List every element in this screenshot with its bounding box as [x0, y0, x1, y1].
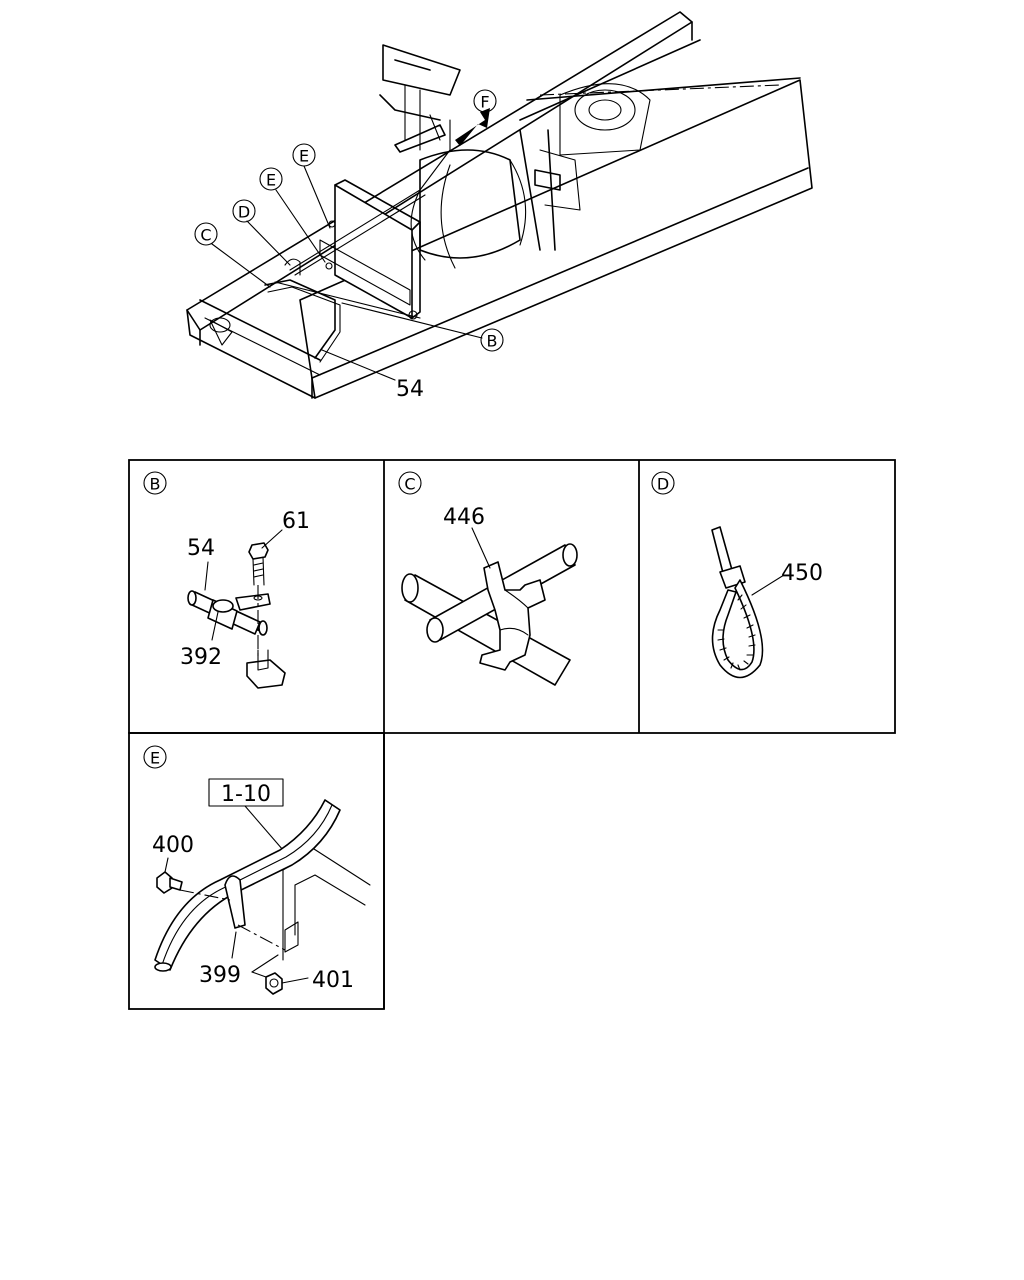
- frame-bracket-icon: [154, 799, 371, 972]
- panel-d: D 450: [651, 471, 823, 679]
- svg-text:F: F: [480, 93, 489, 112]
- callout-b: B: [480, 328, 504, 352]
- cable-tie-icon: [711, 526, 764, 679]
- panel-c: C 446: [398, 471, 578, 686]
- callout-e-upper: E: [292, 143, 316, 167]
- panel-e-part-400-label: 400: [152, 833, 194, 858]
- double-pipe-clip-icon: [401, 543, 578, 686]
- panel-b-part-392-label: 392: [180, 645, 222, 670]
- panel-e: E 1-10 400: [143, 745, 371, 995]
- svg-text:E: E: [266, 171, 276, 190]
- bolt-400-icon: [156, 871, 183, 894]
- callout-f: F: [473, 89, 497, 113]
- panel-e-ref-label: 1-10: [221, 782, 271, 807]
- panel-b-part-54-label: 54: [187, 536, 215, 561]
- panel-d-part-450-label: 450: [781, 561, 823, 586]
- callout-e-lower: E: [259, 167, 283, 191]
- panel-d-letter: D: [657, 475, 669, 494]
- svg-text:B: B: [487, 332, 498, 351]
- ref-box-1-10: [208, 778, 284, 807]
- svg-text:C: C: [200, 226, 211, 245]
- panel-e-part-401-label: 401: [312, 968, 354, 993]
- nut-401-icon: [265, 972, 283, 995]
- panel-b-letter: B: [150, 475, 161, 494]
- bolt-61-icon: [248, 542, 269, 586]
- detail-grid: [128, 459, 896, 1010]
- pipe-grommet-icon: [187, 585, 286, 689]
- overview-part-54-label: 54: [396, 377, 424, 402]
- chassis-overview: [186, 11, 813, 399]
- svg-text:D: D: [238, 203, 250, 222]
- callout-c: C: [194, 222, 218, 246]
- panel-c-letter: C: [404, 475, 415, 494]
- callout-d: D: [232, 199, 256, 223]
- panel-e-part-399-label: 399: [199, 963, 241, 988]
- svg-text:E: E: [299, 147, 309, 166]
- panel-c-part-446-label: 446: [443, 505, 485, 530]
- panel-b: B 61 54 392: [143, 471, 310, 689]
- panel-b-part-61-label: 61: [282, 509, 310, 534]
- panel-e-letter: E: [150, 749, 160, 768]
